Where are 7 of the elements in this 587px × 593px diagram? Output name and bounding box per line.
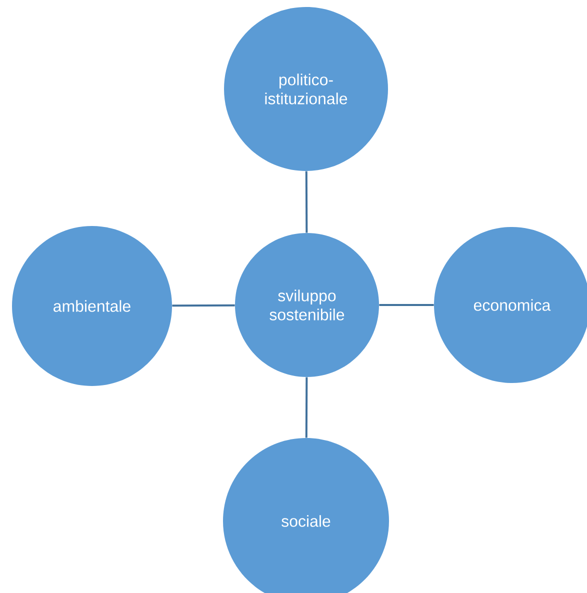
circle-node: ambientale xyxy=(12,226,172,386)
connector-line xyxy=(305,377,308,438)
connector-line xyxy=(305,171,308,233)
connector-line xyxy=(379,304,434,306)
circle-node: politico-istituzionale xyxy=(224,7,388,171)
connector-line xyxy=(172,304,235,307)
circle-node: sviluppo sostenibile xyxy=(235,233,379,377)
